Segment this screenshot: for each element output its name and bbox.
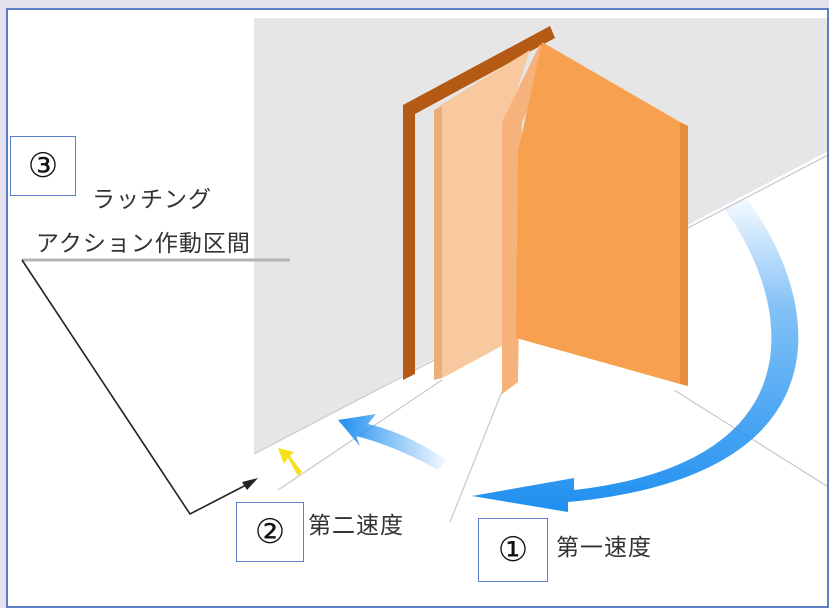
latch-indicator-arrow	[278, 448, 302, 476]
door-rear-panel-edge	[434, 106, 442, 380]
floor-line-panel	[449, 383, 506, 523]
second-speed-label: 第二速度	[308, 513, 404, 539]
step-1-marker: ①	[478, 518, 548, 582]
step-2-marker: ②	[236, 502, 304, 562]
door-front-leaf	[516, 42, 680, 384]
first-speed-label: 第一速度	[556, 535, 652, 561]
second-speed-arrow	[338, 414, 446, 470]
latching-pointer-arrowhead	[242, 478, 258, 490]
latching-label-line2: アクション作動区間	[36, 231, 251, 257]
door-front-leaf-edge	[680, 122, 688, 386]
door-closer-diagram	[21, 18, 827, 523]
latching-label-line1: ラッチング	[92, 187, 212, 213]
diagram-frame: ③ ラッチング アクション作動区間 ② 第二速度 ① 第一速度	[6, 8, 829, 608]
step-3-marker: ③	[10, 136, 76, 196]
latching-pointer-line	[21, 259, 249, 516]
first-speed-arrow	[472, 198, 799, 512]
door-middle-panel	[502, 44, 550, 394]
